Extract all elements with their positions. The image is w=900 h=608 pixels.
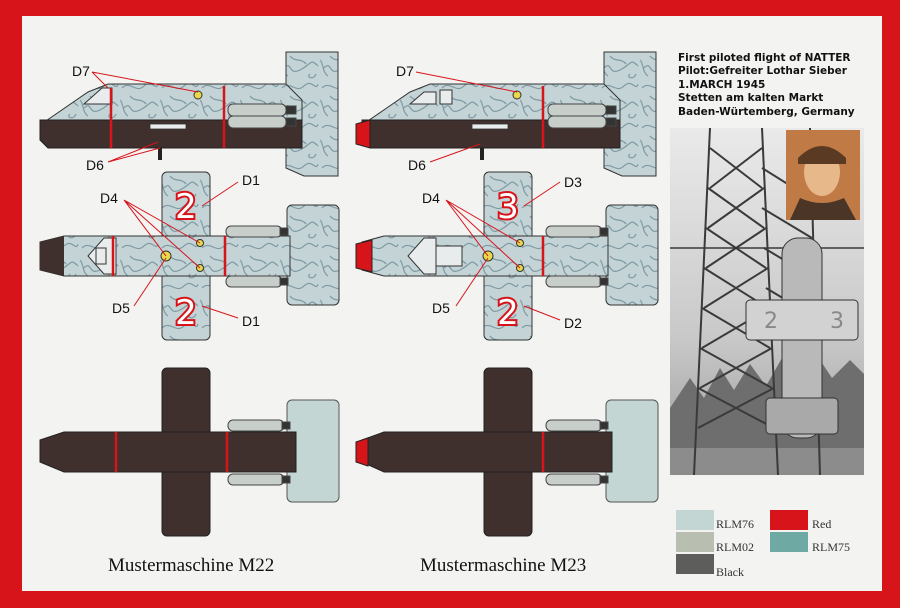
decal-label-d1-bottom: D1 bbox=[242, 313, 260, 329]
decal-label-d3: D3 bbox=[564, 174, 582, 190]
title-m22: Mustermaschine M22 bbox=[108, 555, 275, 576]
swatch-rlm76 bbox=[676, 510, 714, 530]
decal-label-d6-left: D6 bbox=[86, 157, 104, 173]
decal-label-d5-left: D5 bbox=[112, 300, 130, 316]
legend-label-rlm75: RLM75 bbox=[812, 540, 851, 554]
info-line: 1.MARCH 1945 bbox=[678, 78, 766, 91]
title-m23: Mustermaschine M23 bbox=[420, 555, 587, 576]
decal-label-d5-right: D5 bbox=[432, 300, 450, 316]
decal-label-d4-left: D4 bbox=[100, 190, 118, 206]
legend-label-black: Black bbox=[716, 565, 744, 579]
photo-marking-3: 3 bbox=[830, 309, 844, 334]
info-line: First piloted flight of NATTER bbox=[678, 52, 851, 64]
top-view-m22: 2 2 bbox=[39, 171, 340, 341]
info-line: Pilot:Gefreiter Lothar Sieber bbox=[678, 65, 847, 78]
swatch-rlm02 bbox=[676, 532, 714, 552]
decal-label-d7-left: D7 bbox=[72, 63, 90, 79]
wing-number-bottom-m23: 2 bbox=[497, 293, 519, 333]
flight-info: First piloted flight of NATTER Pilot:Gef… bbox=[678, 52, 855, 119]
top-view-m23: 3 2 bbox=[355, 171, 659, 341]
legend-label-rlm02: RLM02 bbox=[716, 540, 755, 554]
underside-view-m22 bbox=[39, 367, 340, 537]
side-view-m22 bbox=[39, 51, 339, 177]
info-line: Baden-Würtemberg, Germany bbox=[678, 105, 855, 118]
decal-label-d2: D2 bbox=[564, 315, 582, 331]
swatch-red bbox=[770, 510, 808, 530]
swatch-black bbox=[676, 554, 714, 574]
decal-label-d7-right: D7 bbox=[396, 63, 414, 79]
info-line: Stetten am kalten Markt bbox=[678, 92, 824, 105]
photo-marking-2: 2 bbox=[764, 309, 778, 334]
legend-label-red: Red bbox=[812, 517, 832, 531]
historical-photo: 2 3 bbox=[670, 128, 864, 475]
underside-view-m23 bbox=[355, 367, 659, 537]
decal-label-d4-right: D4 bbox=[422, 190, 440, 206]
decal-label-d6-right: D6 bbox=[408, 157, 426, 173]
callout-lines bbox=[91, 71, 561, 321]
side-view-m23 bbox=[355, 51, 657, 177]
wing-number-top-m23: 3 bbox=[497, 187, 519, 227]
swatch-rlm75 bbox=[770, 532, 808, 552]
wing-number-bottom-m22: 2 bbox=[175, 293, 197, 333]
decal-label-d1-top: D1 bbox=[242, 172, 260, 188]
legend-label-rlm76: RLM76 bbox=[716, 517, 755, 531]
wing-number-top-m22: 2 bbox=[175, 187, 197, 227]
